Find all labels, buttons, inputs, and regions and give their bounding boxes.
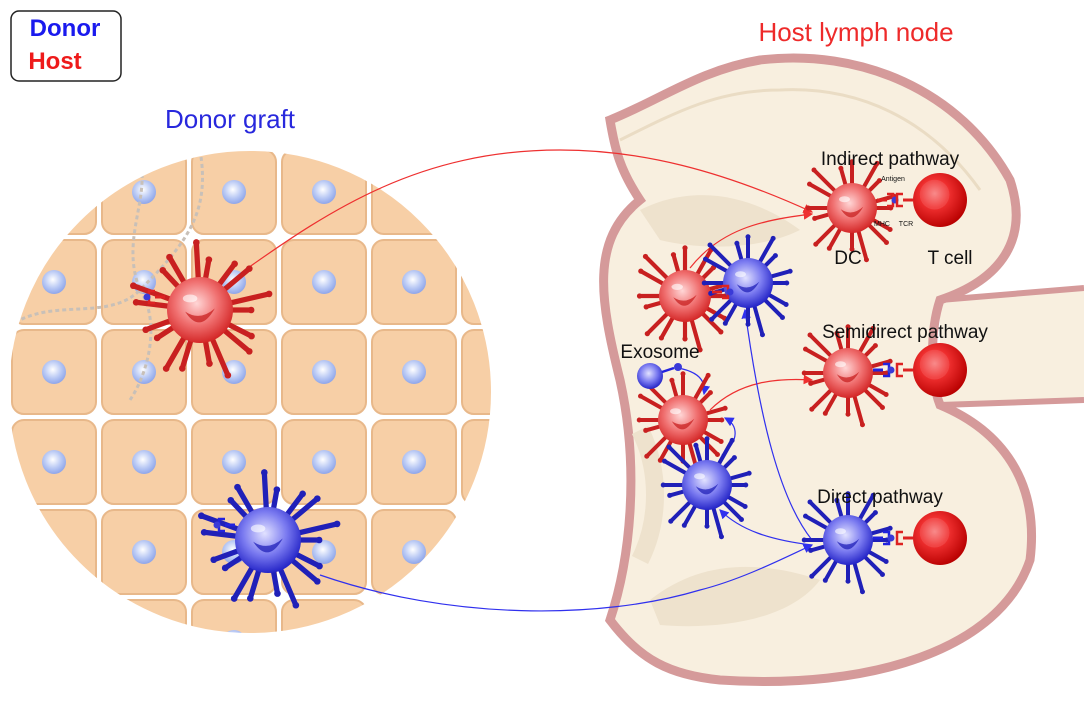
- graft-tissue-cell: [11, 599, 97, 634]
- dc-label: DC: [834, 248, 861, 269]
- host-dc-upper: [636, 245, 732, 353]
- indirect-pathway-label: Indirect pathway: [821, 149, 960, 170]
- lymph-node-title: Host lymph node: [758, 17, 953, 47]
- t-cell: [895, 511, 967, 565]
- t-cell: [895, 343, 967, 397]
- antigen-label: Antigen: [881, 176, 905, 183]
- semidirect-host-dc: [801, 324, 893, 428]
- donor-dc-upper: [701, 234, 793, 338]
- donor-dc-lower: [660, 436, 752, 540]
- direct-donor-dc: [801, 491, 893, 595]
- donor-dc-in-graft: [198, 469, 341, 609]
- exosome-label: Exosome: [620, 342, 699, 363]
- t-cell-label: T cell: [927, 248, 972, 269]
- graft-tissue-cell: [281, 419, 367, 505]
- graft-tissue-cell: [461, 599, 492, 634]
- graft-tissue-cell: [11, 509, 97, 595]
- graft-tissue-cell: [281, 150, 367, 235]
- t-cell: [895, 173, 967, 227]
- graft-tissue-cell: [11, 329, 97, 415]
- mhc-complex: [213, 517, 235, 533]
- indirect-host-dc: [805, 159, 897, 263]
- legend-donor-label: Donor: [30, 15, 101, 42]
- graft-tissue-cell: [281, 599, 367, 634]
- legend-box: Donor Host: [10, 10, 122, 82]
- graft-tissue-cell: [461, 509, 492, 595]
- mhc-complex: [873, 530, 895, 546]
- graft-tissue-cell: [461, 329, 492, 415]
- pathway-arrows: [244, 149, 814, 612]
- graft-tissue-cell: [281, 239, 367, 325]
- arrow-direct-to-dc: [741, 308, 813, 541]
- graft-tissue-cell: [461, 150, 492, 235]
- graft-tissue-cell: [461, 239, 492, 325]
- graft-tissue-cell: [371, 509, 457, 595]
- graft-tissue-cell: [101, 419, 187, 505]
- graft-tissue-cell: [191, 150, 277, 235]
- mhc-complex: [143, 289, 165, 305]
- graft-tissue-cell: [11, 239, 97, 325]
- arrow-exosome-to-dc: [677, 367, 711, 396]
- graft-title: Donor graft: [165, 104, 296, 134]
- graft-tissue-cell: [191, 599, 277, 634]
- arrow-graft-to-indirect: [244, 149, 814, 271]
- host-dc-in-graft: [130, 239, 273, 379]
- graft-tissue-cell: [101, 509, 187, 595]
- graft-tissue-cell: [371, 419, 457, 505]
- direct-pathway-label: Direct pathway: [817, 487, 943, 508]
- arrow-graft-to-direct: [319, 544, 814, 612]
- arrow-direct-to-donor-dc: [719, 509, 813, 546]
- graft-tissue-cell: [11, 419, 97, 505]
- graft-tissue-cell: [11, 150, 97, 235]
- graft-tissue-cell: [101, 239, 187, 325]
- graft-tissue-cell: [371, 329, 457, 415]
- graft-tissue-cell: [371, 239, 457, 325]
- graft-tissue-cell: [371, 599, 457, 634]
- mhc-complex: [873, 362, 895, 378]
- exosome: [637, 363, 682, 389]
- graft-tissue-cell: [461, 419, 492, 505]
- graft-tissue-cell: [281, 329, 367, 415]
- arrow-dc-to-indirect: [689, 210, 814, 269]
- mhc-complex: [712, 284, 734, 300]
- tcr-label: TCR: [899, 221, 913, 228]
- graft-tissue-cell: [191, 419, 277, 505]
- mhc-label: MHC: [874, 221, 890, 228]
- arrow-dc-to-semidirect: [709, 374, 814, 411]
- donor-graft-tissue: [8, 150, 492, 634]
- semidirect-pathway-label: Semidirect pathway: [822, 322, 988, 343]
- graft-tissue-cell: [101, 599, 187, 634]
- legend-host-label: Host: [28, 48, 81, 75]
